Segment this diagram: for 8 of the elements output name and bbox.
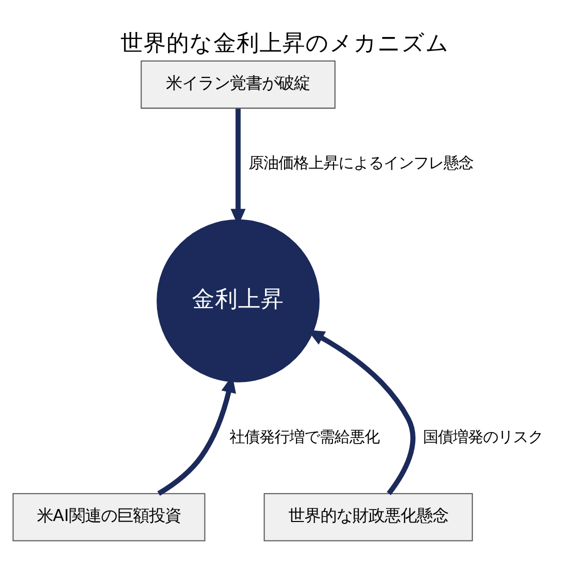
diagram-title: 世界的な金利上昇のメカニズム xyxy=(120,30,449,56)
edge-label: 社債発行増で需給悪化 xyxy=(228,428,379,446)
node-box: 米イラン覚書が破綻 xyxy=(140,60,335,109)
node-box: 世界的な財政悪化懸念 xyxy=(263,493,472,542)
node-circle: 金利上昇 xyxy=(156,219,320,382)
edge-label: 原油価格上昇によるインフレ懸念 xyxy=(248,154,473,172)
edge-label: 国債増発のリスク xyxy=(422,428,543,446)
node-box: 米AI関連の巨額投資 xyxy=(12,493,205,542)
